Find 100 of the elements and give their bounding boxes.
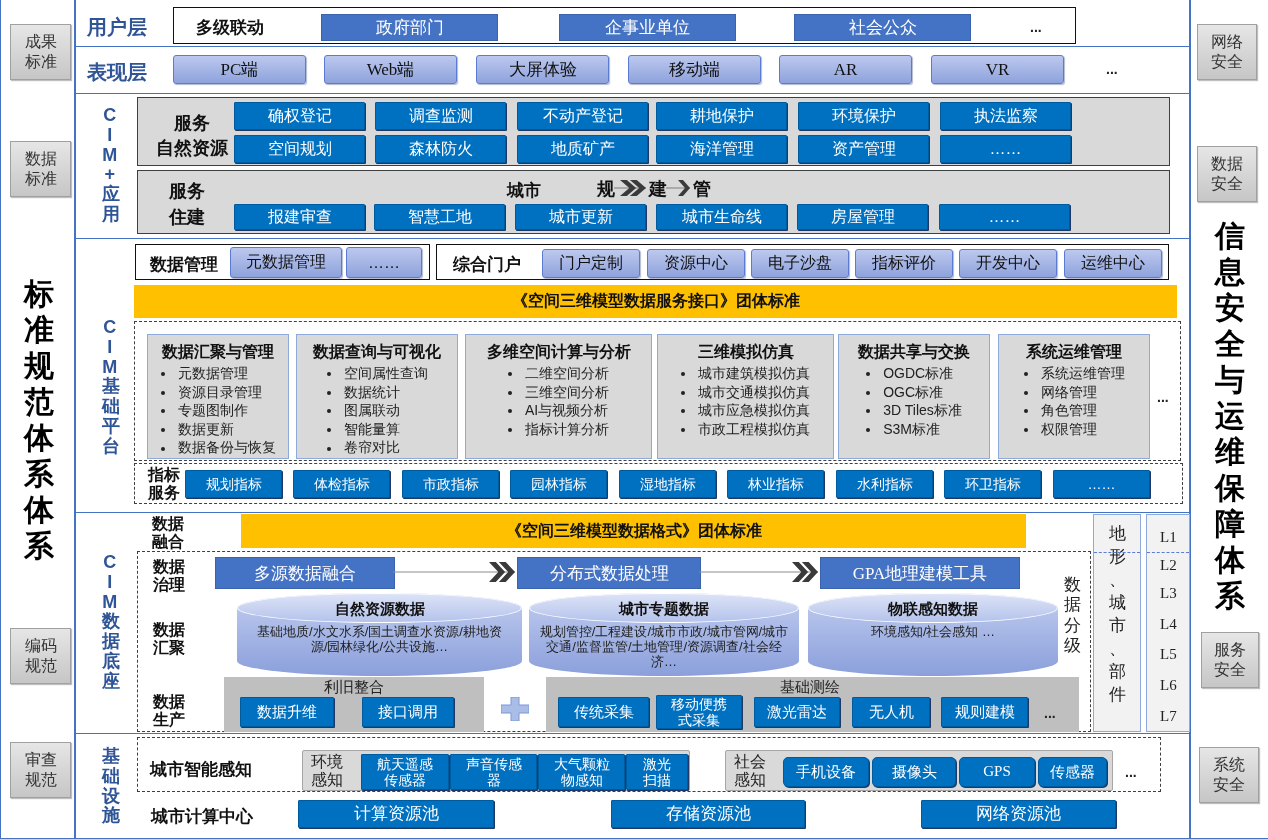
group-frame [173,7,1076,44]
dashed-frame [134,463,1183,504]
layer-band [75,512,1190,734]
stage-label: 建 [648,178,668,200]
panel-title: 环境感知 [311,753,343,790]
layer-title: CIM+应用 [102,106,120,225]
layer-title: CIM 基础平台 [102,318,120,457]
terminal-box: 元数据管理 [230,247,342,278]
module-box: 林业指标 [727,470,824,498]
cylinder-text: 规划管控/工程建设/城市市政/城市管网/城市交通/监督监管/土地管理/资源调查/社会经济… [538,624,790,669]
module-box: 海洋管理 [656,135,787,163]
standard-box: 数据标准 [10,141,71,197]
dashed-frame [134,321,1181,461]
database-cylinder [237,593,522,676]
list-item: 数据备份与恢复 [160,438,276,457]
module-box: 资产管理 [798,135,929,163]
list-item: 数据更新 [160,419,276,439]
terminal-box: 电子沙盘 [751,249,849,278]
module-box: 大气颗粒物感知 [538,754,625,790]
service-panel [137,170,1170,234]
side-panel [0,0,75,839]
module-box: 市政指标 [402,470,499,498]
group-title: 城市 [507,180,541,202]
terminal-box: 移动端 [628,55,761,84]
module-box: 园林指标 [510,470,607,498]
group-title: 城市计算中心 [151,806,253,828]
list-item: 城市交通模拟仿真 [681,382,810,402]
terminal-box: 开发中心 [959,249,1057,278]
module-box: 传感器 [1038,757,1107,787]
module-box: 政府部门 [321,14,498,41]
ellipsis-text: ... [1030,19,1042,35]
layer-band [75,238,1190,513]
list-item: 卷帘对比 [326,438,428,457]
terminal-box: 运维中心 [1064,249,1162,278]
terminal-box: 门户定制 [542,249,640,278]
module-box: …… [939,204,1070,230]
system-title: 标准规范体系体系 [24,276,54,564]
module-box: 网络资源池 [921,800,1116,828]
module-box: 城市生命线 [656,204,787,230]
layer-title: 基础设施 [102,747,120,827]
module-box: 分布式数据处理 [517,557,701,589]
database-cylinder [808,593,1058,676]
standard-box: 数据安全 [1197,146,1257,202]
row-title: 数据治理 [153,558,185,595]
terminal-box: VR [931,55,1064,84]
capability-card [838,334,990,459]
group-frame [135,244,430,280]
module-box: 耕地保护 [656,102,787,130]
module-box: 激光雷达 [754,697,840,727]
ellipsis-text: ... [1125,764,1137,780]
module-box: 地质矿产 [517,135,648,163]
list-item: OGC标准 [866,382,962,402]
layer-title: 用户层 [87,15,147,40]
stage-label: 管 [692,178,712,200]
layer-band [75,733,1190,839]
module-box: 激光扫描 [626,754,688,790]
column-text: 地形、城市、部件 [1109,523,1126,706]
module-box: 接口调用 [362,697,454,727]
panel-title: 基础测绘 [780,678,840,697]
module-box: 计算资源池 [298,800,494,828]
module-box: 城市更新 [515,204,646,230]
module-box: 移动便携式采集 [656,695,742,729]
module-box: 航天遥感传感器 [361,754,449,790]
panel-title: 社会感知 [734,753,766,790]
terminal-box: PC端 [173,55,306,84]
standard-box: 审查规范 [10,742,71,798]
cylinder-text: 环境感知/社会感知 … [869,624,997,639]
list-item: 市政工程模拟仿真 [681,419,810,439]
module-box: GPA地理建模工具 [820,557,1020,589]
card-title: 三维模拟仿真 [697,342,794,362]
list-item: OGDC标准 [866,364,962,383]
standard-box: 网络安全 [1197,24,1257,80]
group-title: 综合门户 [453,254,521,276]
module-box: 社会公众 [794,14,971,41]
stage-label: 规 [596,178,616,200]
layer-band [75,93,1190,239]
side-note: 数据分级 [1064,575,1081,657]
module-box: 存储资源池 [611,800,805,828]
module-box: 水利指标 [836,470,933,498]
card-title: 数据共享与交换 [858,342,970,362]
module-box: 湿地指标 [619,470,716,498]
module-box: 体检指标 [293,470,390,498]
module-box: 调查监测 [375,102,506,130]
list-item: 三维空间分析 [508,382,609,402]
module-box: …… [940,135,1071,163]
group-title: 城市智能感知 [150,759,252,781]
terminal-box: …… [346,247,422,278]
module-box: 无人机 [852,697,930,727]
level-label: L4 [1160,616,1177,633]
side-panel [1190,0,1268,839]
terminal-box: Web端 [324,55,457,84]
standard-banner: 《空间三维模型数据服务接口》团体标准 [134,285,1177,318]
list-item: 空间属性查询 [326,364,428,383]
standard-box: 编码规范 [10,628,71,684]
ellipsis-text: ... [1157,389,1169,405]
list-item: 城市建筑模拟仿真 [681,364,810,383]
sensor-panel [302,750,690,791]
panel-title: 利旧整合 [324,678,384,697]
list-item: 元数据管理 [160,364,276,383]
layer-band [75,46,1190,94]
